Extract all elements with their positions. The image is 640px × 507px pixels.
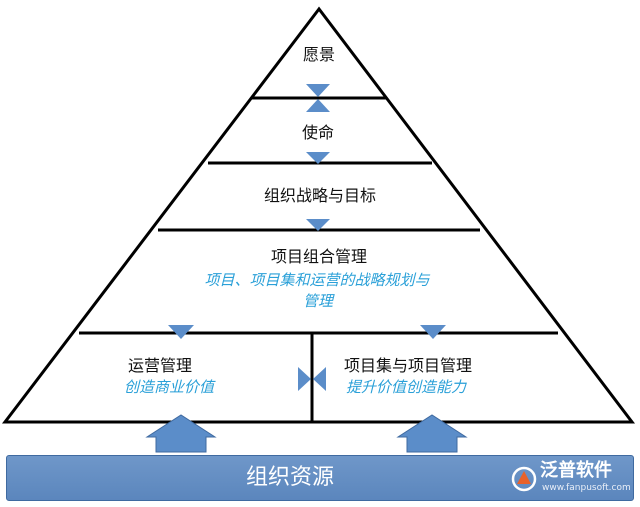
base-resources-label: 组织资源 <box>245 465 335 490</box>
arrow-right-to-center <box>298 367 311 391</box>
arrow-portfolio-programs <box>420 325 446 339</box>
programs-title: 项目集与项目管理 <box>344 356 473 375</box>
level-strategy-label: 组织战略与目标 <box>263 186 377 205</box>
level-portfolio-subtitle-line2: 管理 <box>302 292 334 310</box>
up-arrow-right <box>396 414 468 453</box>
brand-logo: 泛普软件 www.fanpusoft.com <box>508 458 634 498</box>
up-arrow-left <box>145 414 217 453</box>
level-portfolio-subtitle-line1: 项目、项目集和运营的战略规划与 <box>204 271 430 289</box>
operations-subtitle: 创造商业价值 <box>124 378 215 396</box>
logo-emblem-icon <box>511 466 537 492</box>
logo-url: www.fanpusoft.com <box>542 483 631 493</box>
pyramid-outline <box>1 6 636 424</box>
arrow-up-to-vision <box>306 99 330 112</box>
level-vision-label: 愿景 <box>302 45 336 64</box>
base-resources-bar <box>6 455 634 501</box>
logo-name: 泛普软件 <box>540 460 612 481</box>
arrow-strategy-portfolio <box>306 219 330 231</box>
operations-title: 运营管理 <box>128 356 193 375</box>
arrow-left-to-center <box>313 367 326 391</box>
programs-subtitle: 提升价值创造能力 <box>346 378 467 396</box>
level-mission-label: 使命 <box>301 123 335 142</box>
arrow-down-to-mission <box>306 84 330 97</box>
level-portfolio-title: 项目组合管理 <box>270 247 368 266</box>
arrow-mission-strategy <box>306 152 330 164</box>
arrow-portfolio-operations <box>168 325 194 339</box>
